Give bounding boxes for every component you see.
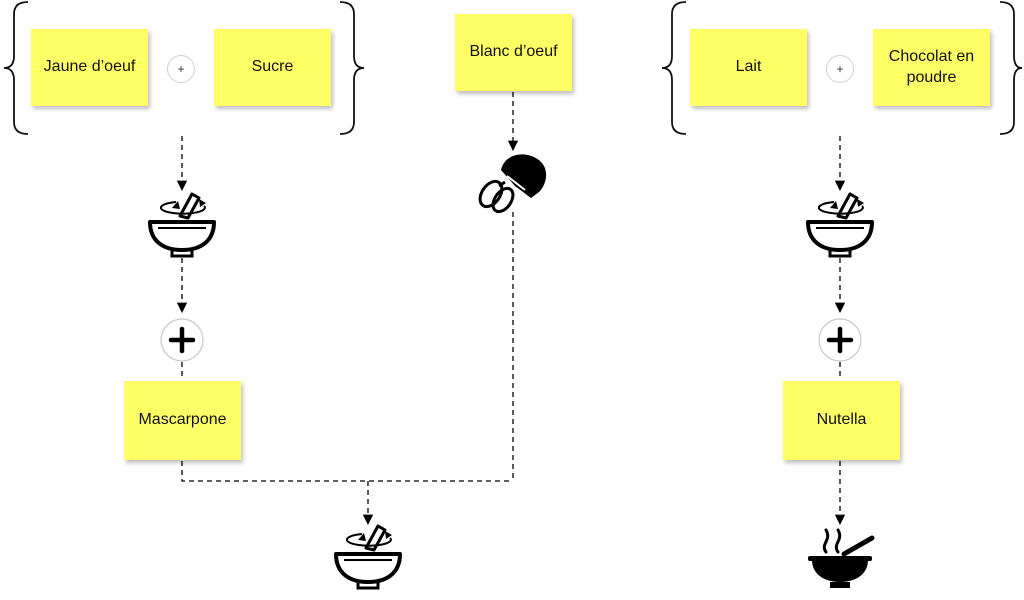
- note-milk: Lait: [690, 29, 807, 106]
- note-label: Blanc d’oeuf: [469, 43, 558, 61]
- note-sugar: Sucre: [214, 29, 331, 106]
- brace-left: [3, 1, 29, 135]
- note-egg-yolk: Jaune d’oeuf: [31, 29, 148, 106]
- mixing-bowl-icon: [806, 192, 874, 258]
- note-mascarpone: Mascarpone: [124, 381, 241, 460]
- brace-right-close: [999, 1, 1023, 135]
- brace-left-close: [339, 1, 365, 135]
- note-cocoa: Chocolat en poudre: [873, 29, 990, 106]
- plus-circle-icon: [818, 318, 862, 362]
- small-plus-right: +: [826, 55, 854, 83]
- hand-mixer-icon: [478, 154, 547, 214]
- note-egg-white: Blanc d’oeuf: [455, 14, 572, 91]
- small-plus-left: +: [167, 55, 195, 83]
- brace-right: [661, 1, 687, 135]
- note-label: Mascarpone: [138, 411, 227, 429]
- note-label: Nutella: [816, 411, 867, 429]
- hot-bowl-icon: [808, 528, 875, 588]
- note-label: Jaune d’oeuf: [43, 58, 136, 76]
- note-label: Chocolat en poudre: [888, 47, 975, 86]
- note-label: Lait: [735, 58, 762, 76]
- note-label: Sucre: [251, 58, 294, 76]
- note-nutella: Nutella: [783, 381, 900, 460]
- plus-circle-icon: [160, 318, 204, 362]
- mixing-bowl-icon: [148, 192, 216, 258]
- mixing-bowl-icon: [334, 524, 402, 590]
- line-mascarpone-join: [181, 461, 513, 482]
